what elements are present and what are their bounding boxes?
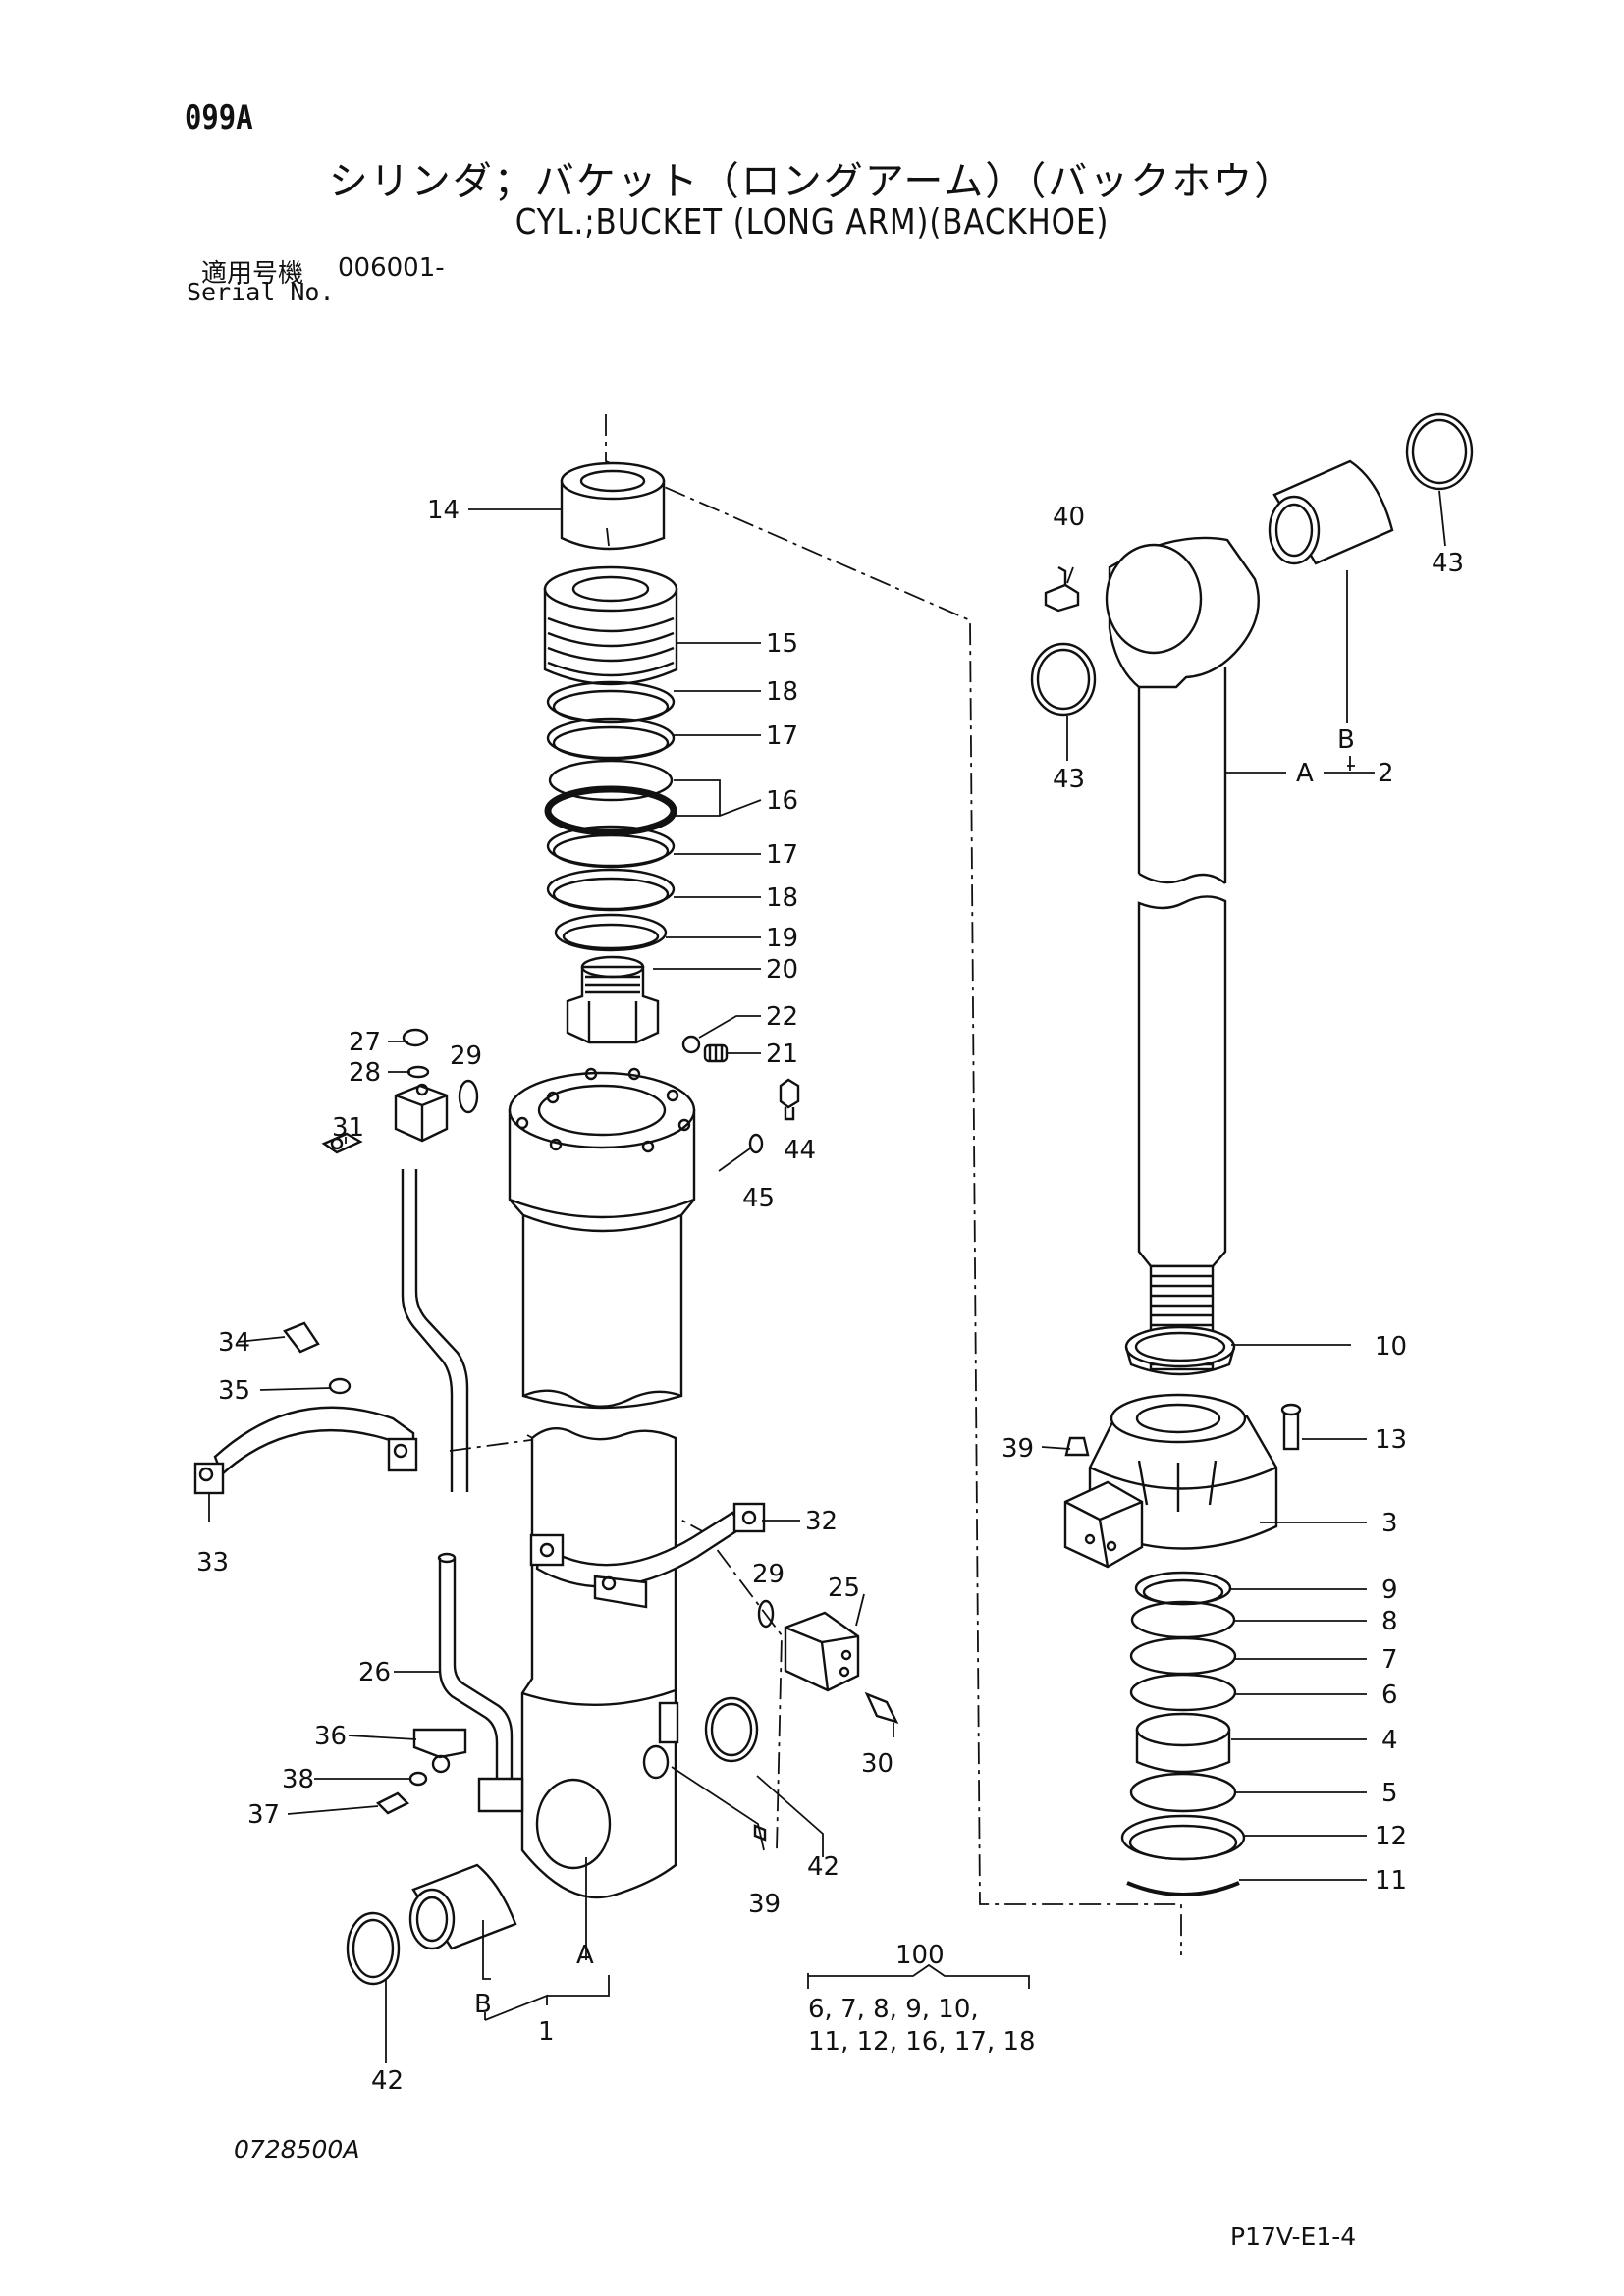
callout-3: 3	[1381, 1509, 1398, 1538]
callout-45: 45	[742, 1184, 775, 1213]
part-2-piston-rod	[1105, 536, 1260, 1371]
callout-43-right: 43	[1432, 549, 1464, 578]
serial-number-value: 006001-	[338, 253, 445, 283]
callout-B-rod: B	[1337, 725, 1355, 755]
piston-seals-stack	[1120, 1571, 1246, 1896]
callout-32: 32	[805, 1507, 838, 1536]
callout-38: 38	[282, 1765, 314, 1794]
upper-block	[394, 1083, 449, 1143]
callout-40: 40	[1053, 503, 1085, 532]
title-english: CYL.;BUCKET (LONG ARM)(BACKHOE)	[514, 202, 1110, 242]
upper-pipe	[401, 1169, 469, 1492]
part-22-steel-ball	[681, 1035, 701, 1054]
callout-39-lower: 39	[748, 1890, 781, 1919]
callout-13: 13	[1375, 1425, 1407, 1455]
page-code: P17V-E1-4	[1230, 2222, 1357, 2251]
callout-28: 28	[349, 1058, 381, 1088]
assembly-centerlines	[449, 414, 1182, 1955]
callout-25: 25	[828, 1574, 860, 1603]
callout-2: 2	[1378, 759, 1394, 788]
part-26-pipe	[437, 1552, 524, 1813]
callout-10: 10	[1375, 1332, 1407, 1362]
part-10-ring	[1124, 1325, 1236, 1376]
callout-27: 27	[349, 1028, 381, 1057]
callout-A-tube: A	[576, 1941, 594, 1970]
callout-42-right: 42	[807, 1852, 839, 1882]
callout-A-rod: A	[1296, 759, 1314, 788]
kit-contents-line2: 11, 12, 16, 17, 18	[808, 2027, 1036, 2056]
callout-14: 14	[427, 496, 460, 525]
callout-7: 7	[1381, 1645, 1398, 1675]
part-33-clamp	[193, 1406, 418, 1495]
callout-B-tube: B	[474, 1990, 492, 2019]
callout-30: 30	[861, 1749, 893, 1779]
callout-36: 36	[314, 1722, 347, 1751]
callout-17-lower: 17	[766, 840, 798, 870]
small-hardware	[283, 1028, 899, 1842]
part-40-grease-fitting	[1044, 565, 1080, 613]
callout-18-upper: 18	[766, 677, 798, 707]
callout-5: 5	[1381, 1779, 1398, 1808]
serial-label-japanese: 適用号機	[201, 259, 304, 289]
part-42-pin-and-rings	[346, 1696, 759, 1986]
part-15-rod-cover	[543, 565, 678, 686]
callout-22: 22	[766, 1002, 798, 1032]
part-14-dust-wiper	[560, 461, 666, 551]
callout-19: 19	[766, 924, 798, 953]
callout-17-upper: 17	[766, 721, 798, 751]
document-code: 0728500A	[234, 2135, 360, 2163]
part-21-set-screw	[703, 1043, 729, 1063]
callout-21: 21	[766, 1040, 798, 1069]
part-3-piston	[1063, 1393, 1302, 1569]
callout-29-upper: 29	[450, 1041, 482, 1071]
callout-33: 33	[196, 1548, 229, 1577]
callout-31: 31	[332, 1113, 364, 1143]
callout-43-left: 43	[1053, 765, 1085, 794]
kit-number: 100	[895, 1941, 945, 1970]
title-japanese: シリンダ；バケット（ロングアーム）（バックホウ）	[328, 159, 1296, 204]
part-20-piston-nut	[566, 955, 660, 1044]
callout-37: 37	[247, 1800, 280, 1830]
callout-12: 12	[1375, 1822, 1407, 1851]
serial-label-english: Serial No.	[187, 278, 335, 306]
callout-11: 11	[1375, 1866, 1407, 1896]
callout-42-left: 42	[371, 2066, 404, 2096]
part-32-clamp	[529, 1502, 766, 1609]
kit-contents-line1: 6, 7, 8, 9, 10,	[808, 1995, 979, 2024]
callout-9: 9	[1381, 1575, 1398, 1605]
callout-26: 26	[358, 1658, 391, 1687]
callout-labels: 14 15 18 17 16 17 18 19 20 22 21 27 28 2…	[196, 496, 1464, 2096]
diagram-code: 099A	[185, 98, 253, 137]
callout-1: 1	[538, 2017, 555, 2047]
leader-lines	[208, 490, 1446, 2063]
seal-rings-stack	[544, 680, 677, 952]
callout-35: 35	[218, 1376, 250, 1406]
callout-18-lower: 18	[766, 883, 798, 913]
part-45-o-ring	[748, 1133, 764, 1154]
callout-8: 8	[1381, 1607, 1398, 1636]
part-44-plug	[779, 1078, 800, 1121]
callout-16: 16	[766, 786, 798, 816]
callout-6: 6	[1381, 1681, 1398, 1710]
callout-29-lower: 29	[752, 1560, 785, 1589]
callout-4: 4	[1381, 1726, 1398, 1755]
part-25-block	[784, 1611, 860, 1692]
callout-34: 34	[218, 1328, 250, 1358]
part-43-rings-right	[1030, 412, 1474, 717]
callout-44: 44	[784, 1136, 816, 1165]
part-1-cylinder-tube	[508, 1067, 696, 1899]
callout-20: 20	[766, 955, 798, 985]
callout-39-upper: 39	[1001, 1434, 1034, 1464]
callout-15: 15	[766, 629, 798, 659]
